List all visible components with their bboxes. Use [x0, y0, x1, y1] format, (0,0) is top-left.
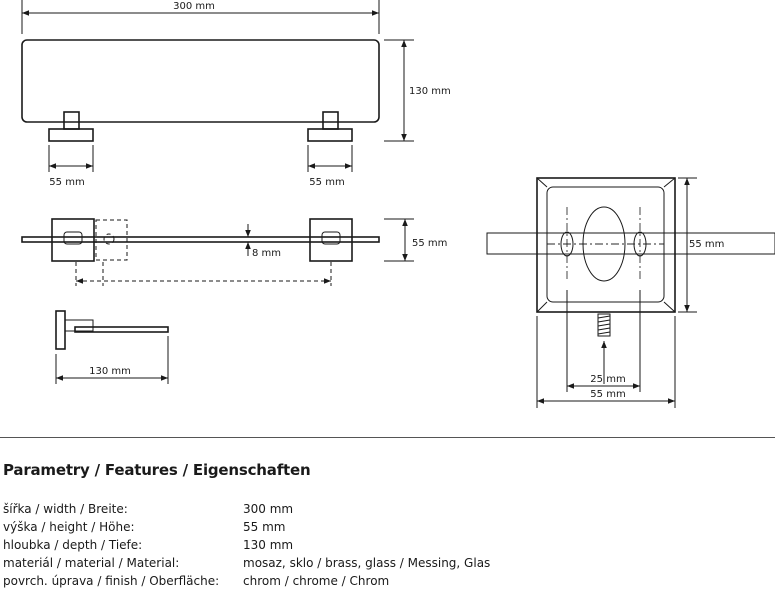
section-divider: [0, 437, 775, 438]
dim-detail-width: 55 mm: [590, 389, 625, 400]
side-view: 130 mm: [55, 310, 169, 384]
detail-plate-outer: [536, 177, 676, 313]
dim-detail-inner: 25 mm: [590, 374, 625, 385]
spec-value: chrom / chrome / Chrom: [243, 574, 390, 588]
mount-plate-left: [51, 218, 95, 262]
spec-value: mosaz, sklo / brass, glass / Messing, Gl…: [243, 556, 491, 570]
mounting-hole-left: [560, 231, 574, 257]
side-plate: [55, 310, 66, 350]
spec-row-width: šířka / width / Breite: 300 mm: [3, 500, 490, 518]
spec-row-material: materiál / material / Material: mosaz, s…: [3, 554, 490, 572]
spec-value: 130 mm: [243, 538, 294, 552]
detail-plate-inner: [546, 186, 665, 303]
spec-row-depth: hloubka / depth / Tiefe: 130 mm: [3, 536, 490, 554]
set-screw: [597, 313, 611, 337]
spec-label: povrch. úprava / finish / Oberfläche:: [3, 574, 220, 588]
spec-label: výška / height / Höhe:: [3, 520, 135, 534]
dim-width-top: 300 mm: [173, 1, 215, 12]
spec-label: šířka / width / Breite:: [3, 502, 128, 516]
dim-foot-right: 55 mm: [309, 177, 344, 188]
glass-panel-plan: [21, 236, 380, 243]
specs-title: Parametry / Features / Eigenschaften: [3, 461, 311, 479]
spec-row-finish: povrch. úprava / finish / Oberfläche: ch…: [3, 572, 490, 590]
detail-bar: [486, 232, 775, 255]
spec-value: 300 mm: [243, 502, 294, 516]
glass-panel-front: [21, 39, 380, 123]
dim-height-side: 130 mm: [409, 86, 451, 97]
clamp-right: [321, 231, 341, 245]
mount-hidden-left: [95, 219, 128, 261]
dim-detail-height: 55 mm: [689, 239, 724, 250]
side-arm: [64, 319, 94, 332]
bracket-base-right: [307, 128, 353, 142]
detail-view: 55 mm 25 mm 55 mm: [486, 177, 775, 408]
bracket-post-left: [63, 111, 80, 130]
dim-plan-height: 55 mm: [412, 238, 447, 249]
bracket-base-left: [48, 128, 94, 142]
spec-value: 55 mm: [243, 520, 286, 534]
screw-hidden-left: [103, 233, 115, 245]
bracket-post-right: [322, 111, 339, 130]
technical-drawing: 300 mm 130 mm 55 mm 55 mm 8 m: [21, 0, 775, 408]
dim-depth-side: 130 mm: [89, 366, 131, 377]
spec-label: materiál / material / Material:: [3, 556, 180, 570]
spec-row-height: výška / height / Höhe: 55 mm: [3, 518, 490, 536]
dim-foot-left: 55 mm: [49, 177, 84, 188]
dim-glass-thickness: 8 mm: [252, 248, 281, 259]
specs-table: šířka / width / Breite: 300 mm výška / h…: [3, 500, 490, 590]
mount-plate-right: [309, 218, 353, 262]
plan-view: 8 mm 55 mm: [21, 218, 447, 286]
side-glass: [74, 326, 169, 333]
front-view: 300 mm 130 mm 55 mm 55 mm: [21, 0, 451, 188]
spec-label: hloubka / depth / Tiefe:: [3, 538, 143, 552]
clamp-left: [63, 231, 83, 245]
